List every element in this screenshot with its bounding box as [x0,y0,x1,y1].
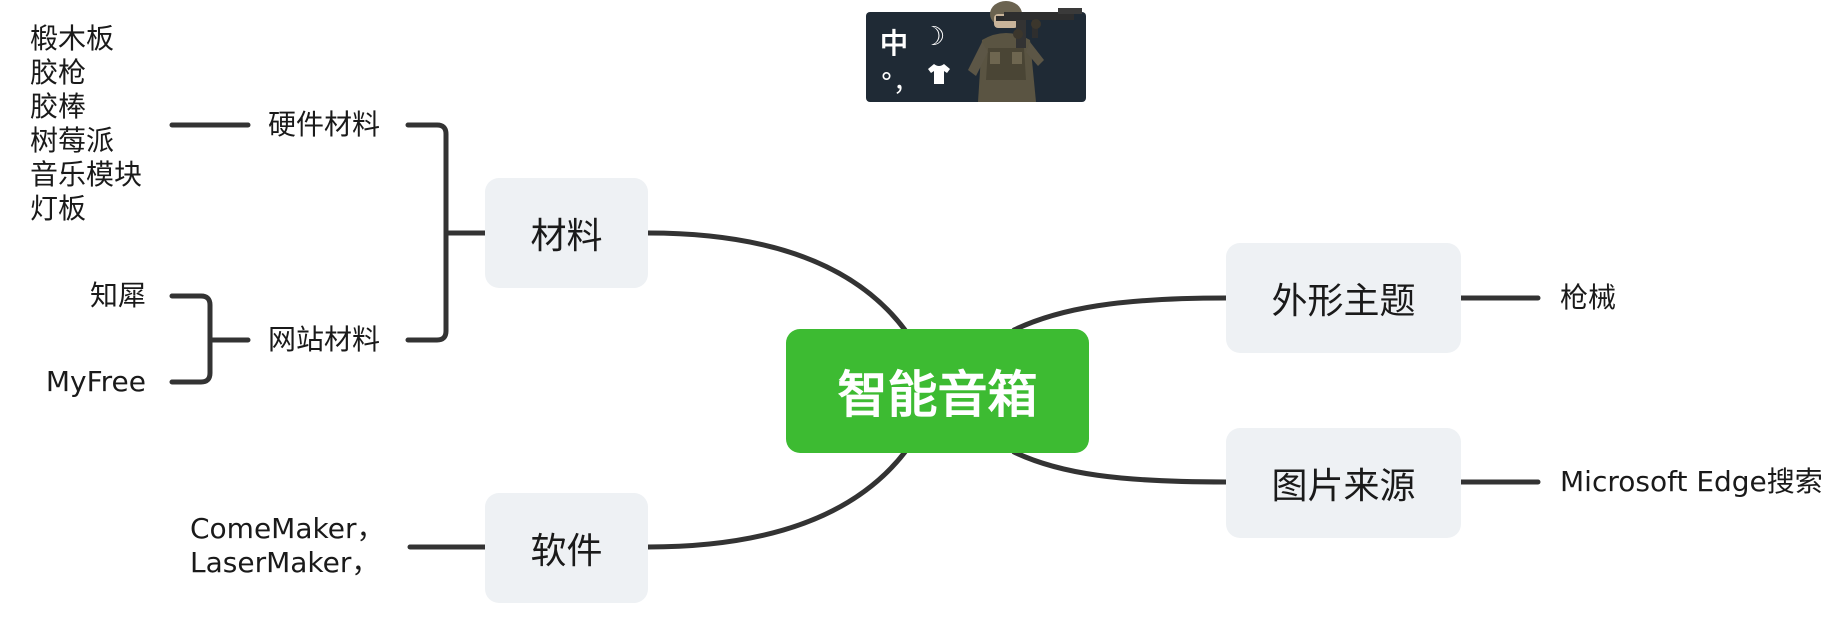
ime-toolbar[interactable]: 中 ☽ °， [866,1,1086,102]
list-item: 灯板 [30,192,87,225]
branch-label-materials: 材料 [530,216,603,257]
subnode-website-label: 网站材料 [268,323,381,356]
branch-node-software[interactable]: 软件 [485,493,648,603]
leaf-theme-label: 枪械 [1560,281,1617,314]
software-leaf-list[interactable]: ComeMaker， LaserMaker， [190,512,384,580]
list-item: 音乐模块 [30,158,143,191]
subnode-hardware[interactable]: 硬件材料 [268,108,380,142]
ime-punctuation-toggle[interactable]: °， [880,68,920,98]
branch-node-materials[interactable]: 材料 [485,178,648,288]
moon-icon[interactable]: ☽ [922,22,946,52]
list-item: 树莓派 [30,124,115,157]
center-node[interactable]: 智能音箱 [786,329,1089,453]
list-item: LaserMaker， [190,546,380,579]
leaf-zhixi-label: 知犀 [89,279,146,312]
branch-label-image-source: 图片来源 [1271,466,1416,507]
list-item: ComeMaker， [190,512,385,545]
connector-center-image-source [1011,449,1229,485]
branch-label-theme: 外形主题 [1271,281,1416,322]
connector-center-materials [645,230,908,333]
list-item: 胶棒 [30,90,87,123]
list-item: 椴木板 [30,22,115,55]
soldier-avatar-icon [954,0,1086,102]
leaf-myfree[interactable]: MyFree [20,365,146,399]
branch-node-theme[interactable]: 外形主题 [1226,243,1461,353]
connector-materials-bracket [405,122,488,343]
connector-center-theme [1011,295,1229,333]
subnode-website[interactable]: 网站材料 [268,323,380,357]
branch-node-image-source[interactable]: 图片来源 [1226,428,1461,538]
center-node-label: 智能音箱 [837,366,1038,424]
list-item: 胶枪 [30,56,87,89]
leaf-image-source[interactable]: Microsoft Edge搜索 [1560,465,1823,499]
ime-language-toggle[interactable]: 中 [880,27,909,60]
leaf-zhixi[interactable]: 知犀 [60,279,146,313]
connector-center-software [645,449,908,550]
leaf-theme[interactable]: 枪械 [1560,281,1616,315]
subnode-hardware-label: 硬件材料 [268,108,381,141]
shirt-icon[interactable] [926,62,952,92]
leaf-image-source-label: Microsoft Edge搜索 [1560,465,1823,498]
leaf-myfree-label: MyFree [45,365,146,398]
hardware-leaf-list[interactable]: 椴木板 胶枪 胶棒 树莓派 音乐模块 灯板 [30,22,142,226]
branch-label-software: 软件 [530,531,603,572]
connector-website-bracket [169,293,251,385]
